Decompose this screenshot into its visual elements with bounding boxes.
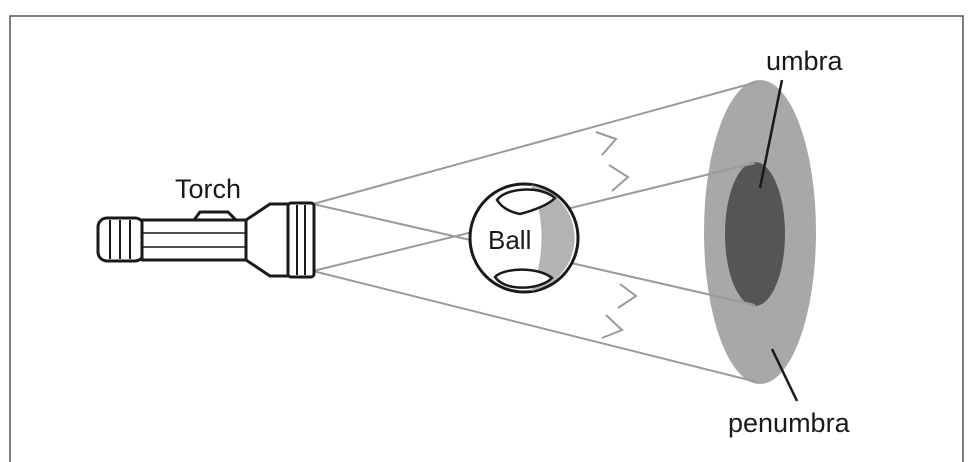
torch-switch [192,210,238,222]
ray-top-outer [312,81,758,205]
penumbra-pointer [770,348,799,402]
ray-arrow [595,131,618,156]
umbra-pointer [758,79,784,189]
torch-label: Torch [175,174,241,204]
ray-arrow [617,283,638,309]
screen [704,80,816,384]
ball-shadow [531,185,575,291]
ball: Ball [468,182,580,294]
ray-arrow [608,164,630,192]
ball-seam-top [495,188,557,216]
torch-handle [140,218,248,262]
ball-label: Ball [488,225,531,255]
ray-arrow [601,314,624,339]
diagram-frame [9,15,964,462]
ball-seam-bottom [493,268,554,289]
penumbra-label: penumbra [728,408,851,438]
ray-bottom-outer [312,270,758,383]
torch-head [244,202,294,278]
umbra-label: umbra [766,46,844,76]
torch-lens [286,201,316,279]
umbra-region [725,162,785,306]
torch [96,201,316,279]
